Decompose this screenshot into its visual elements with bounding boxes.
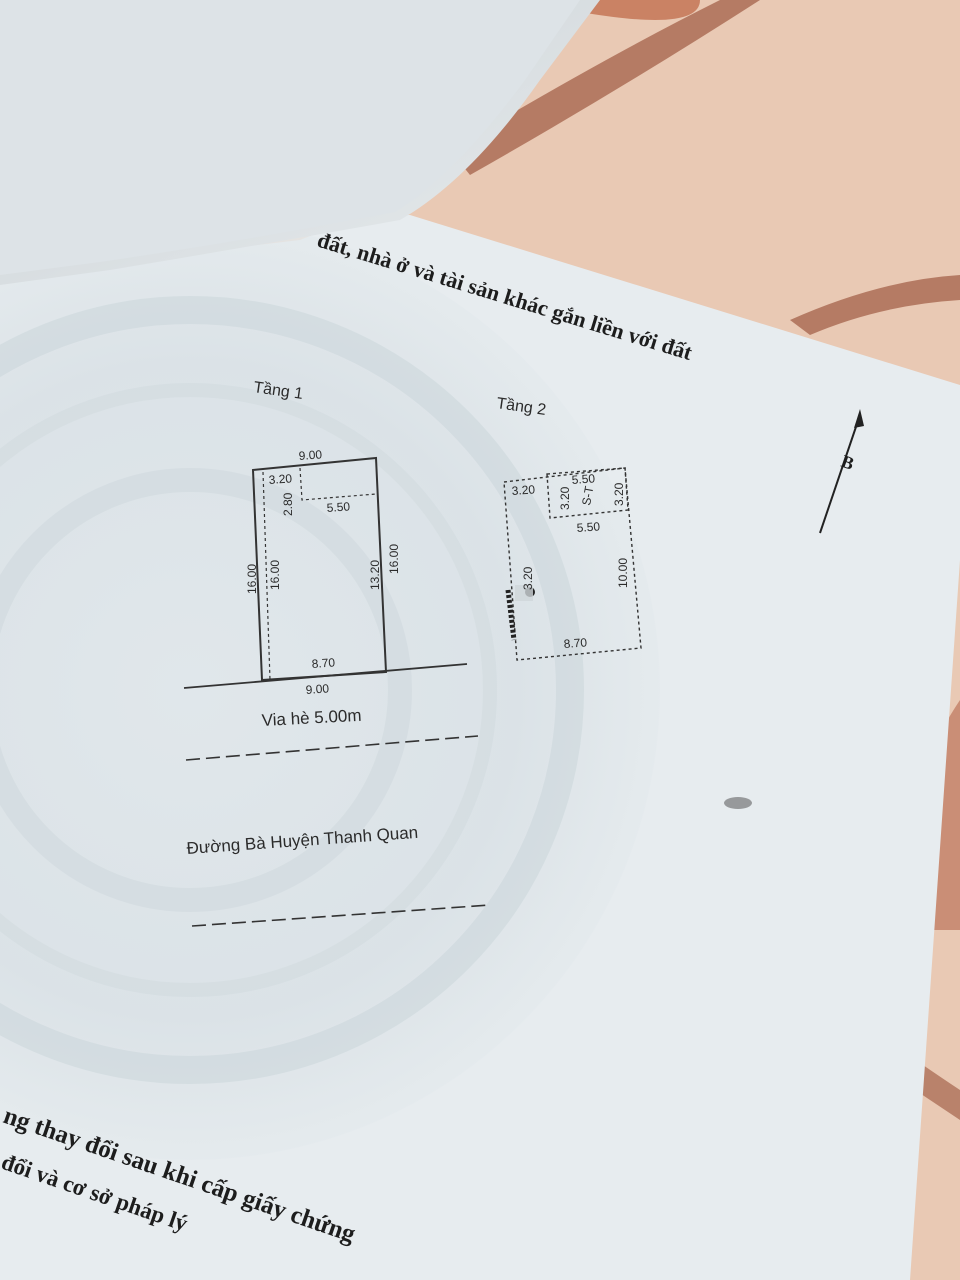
certificate-paper xyxy=(0,215,960,1280)
floor2-dim-top-right-h2: 3.20 xyxy=(612,482,626,506)
floor2-dim-top-right-h1: 3.20 xyxy=(558,486,572,510)
floor1-outline xyxy=(251,456,388,682)
floor1-dim-bottom-outer: 9.00 xyxy=(305,681,330,697)
floor2-outline xyxy=(503,467,642,661)
floor2-dim-left-h: 3.20 xyxy=(521,566,535,590)
floor1-dim-right-outer: 16.00 xyxy=(387,544,401,574)
floor2-dim-top-right-w: 5.50 xyxy=(571,471,596,487)
floor1-dim-left-inner: 16.00 xyxy=(268,560,282,590)
floor2-title: Tầng 2 xyxy=(495,395,547,419)
floor1-dim-left-outer: 16.00 xyxy=(245,564,259,594)
floor2-dim-top-left: 3.20 xyxy=(511,482,536,498)
sidewalk-line xyxy=(185,735,479,761)
floor1-dim-small-h: 2.80 xyxy=(281,492,295,516)
street-line xyxy=(191,904,491,927)
floor2-dim-right-h: 10.00 xyxy=(616,558,630,588)
floor1-dim-right-inner: 13.20 xyxy=(368,560,382,590)
floor2-dim-bottom: 8.70 xyxy=(563,635,588,651)
smudge-mark xyxy=(724,797,752,809)
floor1-title: Tầng 1 xyxy=(252,379,304,403)
floor2-plan: Tầng 2 3.20 5.50 3.20 S-T 3.20 5.50 3.20… xyxy=(495,395,642,661)
floor2-dim-mid-w: 5.50 xyxy=(576,519,601,535)
floor2-room-label: S-T xyxy=(579,484,596,506)
floor1-dim-bottom-inner: 8.70 xyxy=(311,655,336,671)
floor1-dim-top: 9.00 xyxy=(298,447,323,463)
floor1-dim-small-w: 3.20 xyxy=(268,471,293,487)
floor1-dim-large-w: 5.50 xyxy=(326,499,351,515)
